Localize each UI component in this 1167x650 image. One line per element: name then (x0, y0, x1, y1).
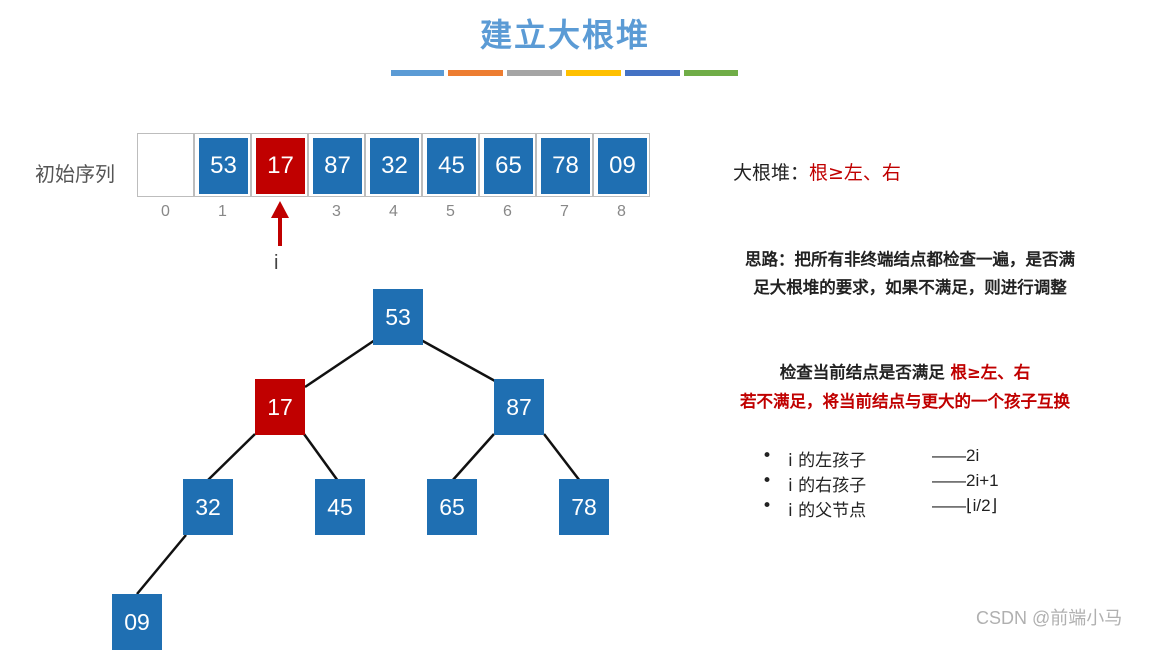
bullet: • (762, 446, 773, 466)
tree-edge (451, 433, 495, 482)
tree-node: 09 (112, 594, 162, 650)
array-cell-8: 09 (593, 133, 650, 197)
array-value: 87 (313, 138, 362, 194)
approach-line-1: 思路：把所有非终端结点都检查一遍，是否满 (745, 250, 1075, 269)
array-cell-1: 53 (194, 133, 251, 197)
page-title: 建立大根堆 (479, 16, 650, 54)
approach-text: 思路：把所有非终端结点都检查一遍，是否满 足大根堆的要求，如果不满足，则进行调整 (700, 246, 1120, 302)
array-index: 8 (617, 203, 626, 220)
array-cell-0 (137, 133, 194, 197)
formula-parent: • i 的父节点 ——⌊i/2⌋ (762, 496, 1042, 521)
array-value: 32 (370, 138, 419, 194)
array-index: 3 (332, 203, 341, 220)
formula-value: ——2i+1 (932, 471, 999, 490)
formula-value: ——2i (932, 446, 980, 465)
color-bar-5 (625, 70, 680, 76)
approach-line-2: 足大根堆的要求，如果不满足，则进行调整 (753, 278, 1067, 297)
color-bar-2 (448, 70, 503, 76)
array-value: 78 (541, 138, 590, 194)
tree-node-current: 17 (255, 379, 305, 435)
heap-rule-prefix: 大根堆： (733, 162, 810, 184)
tree-edge (420, 338, 496, 383)
array-cell-4: 32 (365, 133, 422, 197)
tree-node: 65 (427, 479, 477, 535)
up-arrow-icon (271, 201, 289, 246)
tree-edge (304, 338, 376, 389)
check-emphasis: 根≥左、右 (950, 363, 1031, 382)
formula-label: i 的右孩子 (788, 476, 867, 496)
color-bar-1 (391, 70, 444, 76)
array-value: 65 (484, 138, 533, 194)
check-line-1: 检查当前结点是否满足 根≥左、右 (690, 359, 1120, 383)
array-cell-5: 45 (422, 133, 479, 197)
formula-left-child: • i 的左孩子 ——2i (762, 446, 1042, 471)
bullet: • (762, 471, 773, 491)
tree-edge (136, 534, 187, 595)
formula-value: ——⌊i/2⌋ (932, 496, 998, 515)
array-cell-3: 87 (308, 133, 365, 197)
tree-node: 45 (315, 479, 365, 535)
array-value: 45 (427, 138, 476, 194)
check-prefix: 检查当前结点是否满足 (779, 363, 951, 382)
array-cell-6: 65 (479, 133, 536, 197)
array-index: 0 (161, 203, 170, 220)
formula-right-child: • i 的右孩子 ——2i+1 (762, 471, 1042, 496)
array-index: 1 (218, 203, 227, 220)
tree-edge (206, 433, 256, 482)
formula-label: i 的左孩子 (788, 451, 867, 471)
array-index: 4 (389, 203, 398, 220)
tree-node: 32 (183, 479, 233, 535)
pointer-label: i (274, 252, 279, 274)
tree-edge (543, 433, 581, 482)
tree-edge (302, 433, 340, 482)
array-cell-2: 17 (251, 133, 308, 197)
array-index: 6 (503, 203, 512, 220)
array-cell-7: 78 (536, 133, 593, 197)
tree-node: 78 (559, 479, 609, 535)
color-bar-3 (507, 70, 562, 76)
sequence-label: 初始序列 (35, 162, 115, 186)
watermark: CSDN @前端小马 (976, 608, 1123, 628)
check-line-2: 若不满足，将当前结点与更大的一个孩子互换 (740, 392, 1070, 411)
bullet: • (762, 496, 773, 516)
heap-rule: 大根堆：根≥左、右 (733, 158, 901, 185)
array-value-current: 17 (256, 138, 305, 194)
tree-node: 53 (373, 289, 423, 345)
color-bar-6 (684, 70, 738, 76)
formula-label: i 的父节点 (788, 501, 867, 521)
heap-rule-emphasis: 根≥左、右 (809, 162, 901, 184)
array-index: 5 (446, 203, 455, 220)
array-value: 09 (598, 138, 647, 194)
color-bar-4 (566, 70, 621, 76)
array-value: 53 (199, 138, 248, 194)
array-index: 7 (560, 203, 569, 220)
tree-node: 87 (494, 379, 544, 435)
